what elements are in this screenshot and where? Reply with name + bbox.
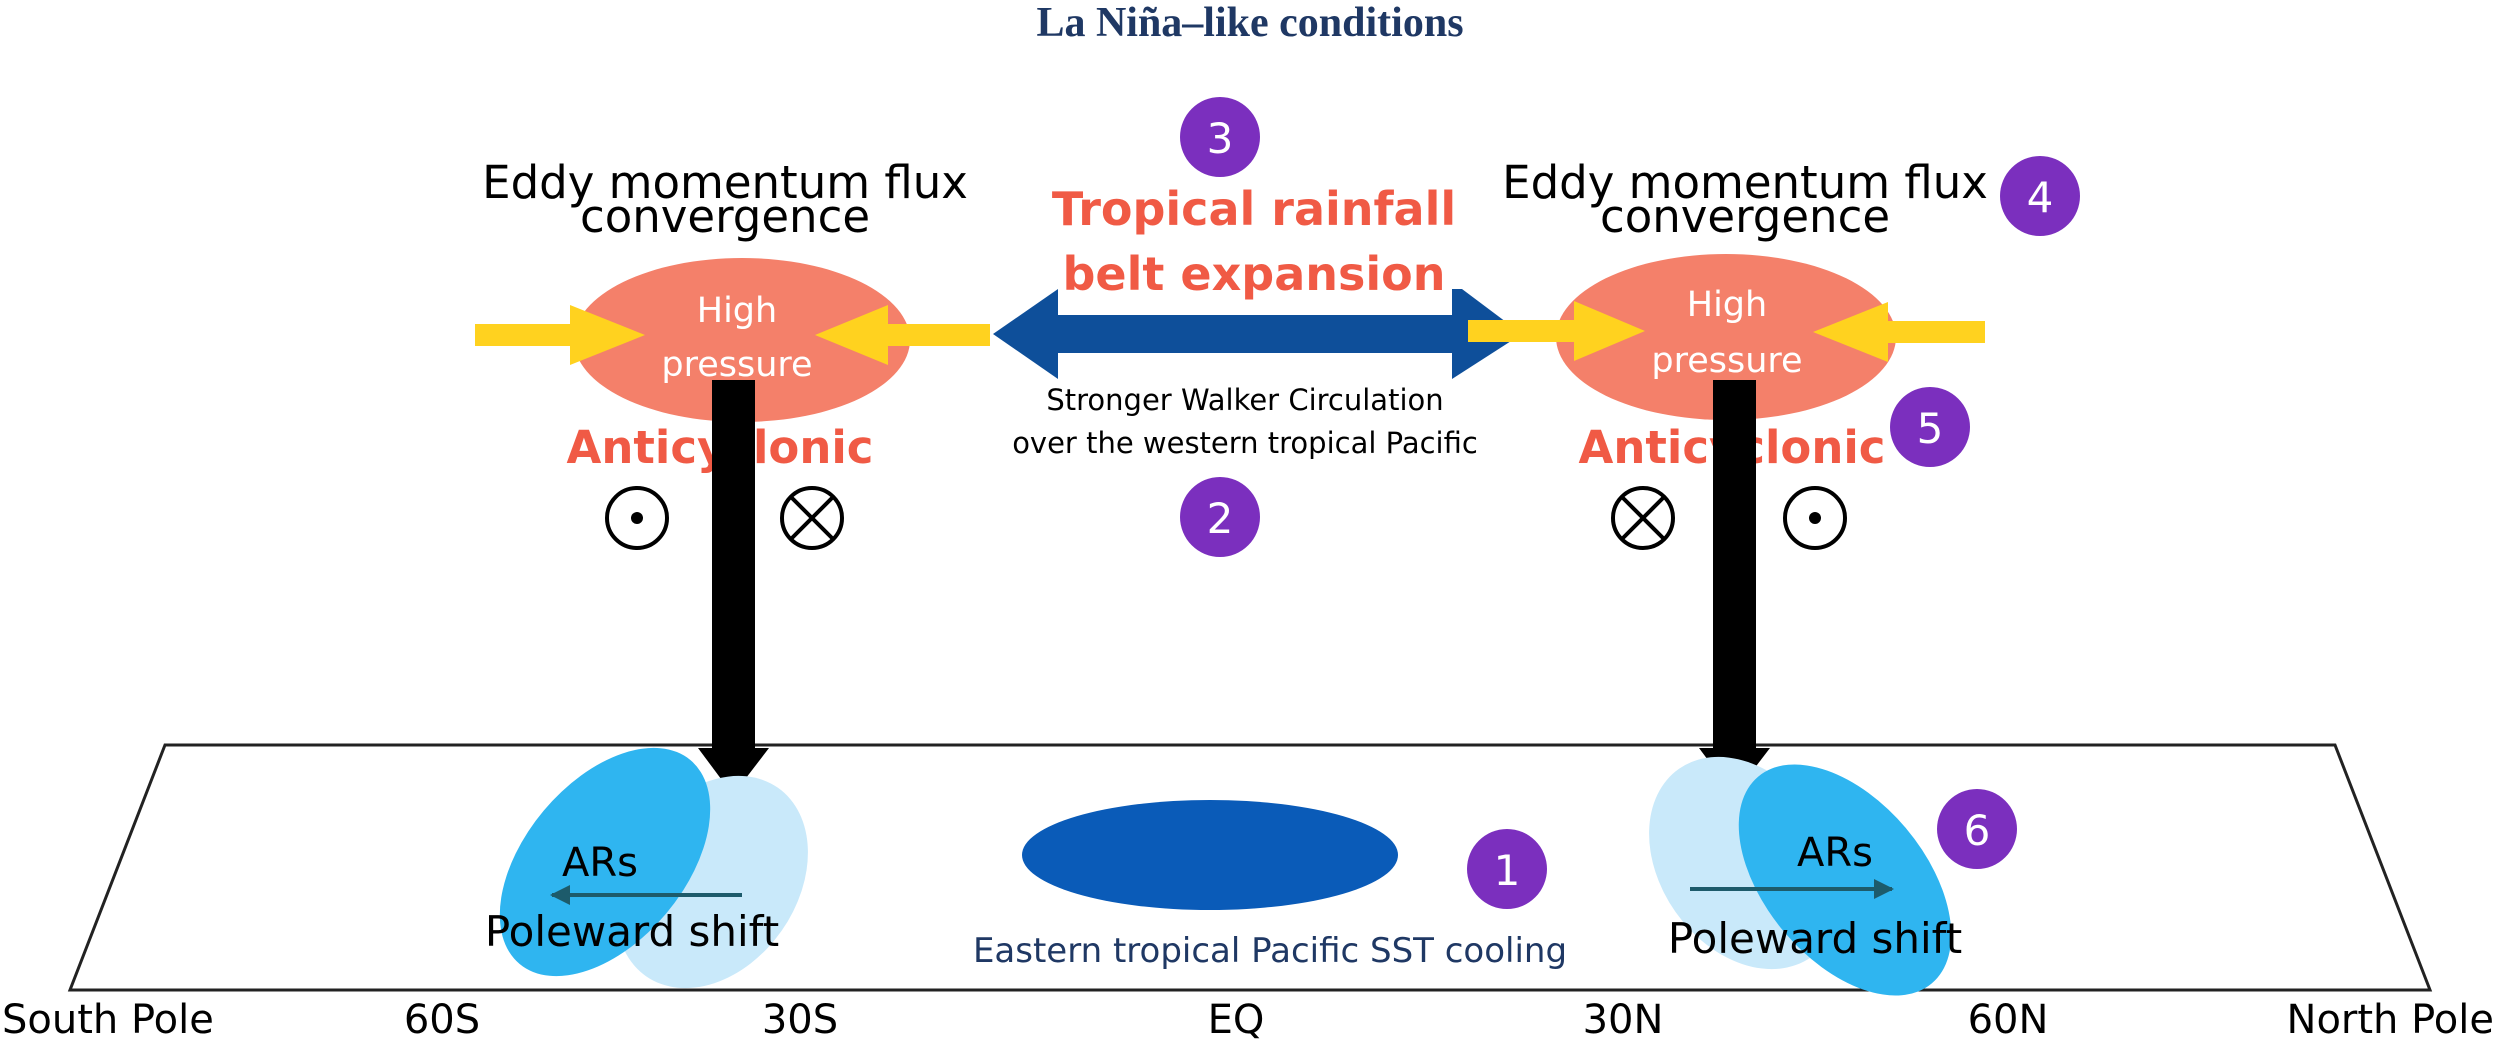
step-1-badge: 1 <box>1467 829 1547 909</box>
left-into-page-symbol <box>780 486 844 550</box>
walker-line2: over the western tropical Pacific <box>1012 426 1478 460</box>
step-6-badge: 6 <box>1937 789 2017 869</box>
right-ars-region <box>1738 764 1952 996</box>
walker-line1: Stronger Walker Circulation <box>1046 383 1443 417</box>
left-ars-label: ARs <box>562 840 638 886</box>
right-convergence-arrow-outer <box>1468 301 1645 361</box>
left-poleward-shift-label: Poleward shift <box>485 907 779 956</box>
left-down-arrow <box>698 380 769 795</box>
right-down-arrow <box>1699 380 1770 795</box>
svg-text:5: 5 <box>1917 404 1944 453</box>
svg-text:6: 6 <box>1964 806 1991 855</box>
lat-60s: 60S <box>404 997 480 1043</box>
svg-text:3: 3 <box>1207 114 1234 163</box>
step-2-badge: 2 <box>1180 477 1260 557</box>
left-pressure-line1: High <box>697 291 777 331</box>
left-out-of-page-symbol <box>605 486 669 550</box>
left-high-pressure-cell <box>574 258 910 422</box>
svg-text:4: 4 <box>2027 173 2054 222</box>
left-heading-line2: convergence <box>580 190 870 243</box>
sst-cooling-label: Eastern tropical Pacific SST cooling <box>973 931 1567 971</box>
rainfall-line2: belt expansion <box>1063 247 1446 301</box>
lat-30n: 30N <box>1583 997 1664 1043</box>
left-convergence-arrow-outer <box>475 305 645 365</box>
rainfall-line1: Tropical rainfall <box>1052 182 1456 236</box>
lat-eq: EQ <box>1208 997 1265 1043</box>
step-5-badge: 5 <box>1890 387 1970 467</box>
right-into-page-symbol <box>1611 486 1675 550</box>
sst-cooling-region <box>1022 800 1398 910</box>
right-heading-line1: Eddy momentum flux <box>1502 156 1988 209</box>
right-high-pressure-cell <box>1556 254 1896 420</box>
step-4-badge: 4 <box>2000 156 2080 236</box>
left-pressure-line2: pressure <box>661 345 812 385</box>
svg-text:2: 2 <box>1207 494 1234 543</box>
right-pressure-line1: High <box>1687 285 1767 325</box>
left-convergence-arrow-inner <box>815 305 990 365</box>
step-3-badge: 3 <box>1180 97 1260 177</box>
svg-text:1: 1 <box>1494 846 1521 895</box>
lat-south-pole: South Pole <box>2 997 214 1043</box>
left-heading-line1: Eddy momentum flux <box>482 156 968 209</box>
right-convergence-arrow-inner <box>1813 302 1985 362</box>
right-poleward-shift-label: Poleward shift <box>1668 914 1962 963</box>
right-ars-label: ARs <box>1797 830 1873 876</box>
lat-30s: 30S <box>762 997 838 1043</box>
right-pressure-line2: pressure <box>1651 341 1802 381</box>
lat-north-pole: North Pole <box>2287 997 2494 1043</box>
lat-60n: 60N <box>1968 997 2049 1043</box>
diagram-title: La Niña–like conditions <box>1036 0 1463 46</box>
right-heading-line2: convergence <box>1600 190 1890 243</box>
rainfall-expansion-arrow <box>993 289 1522 379</box>
left-ars-region <box>499 747 711 977</box>
right-out-of-page-symbol <box>1783 486 1847 550</box>
